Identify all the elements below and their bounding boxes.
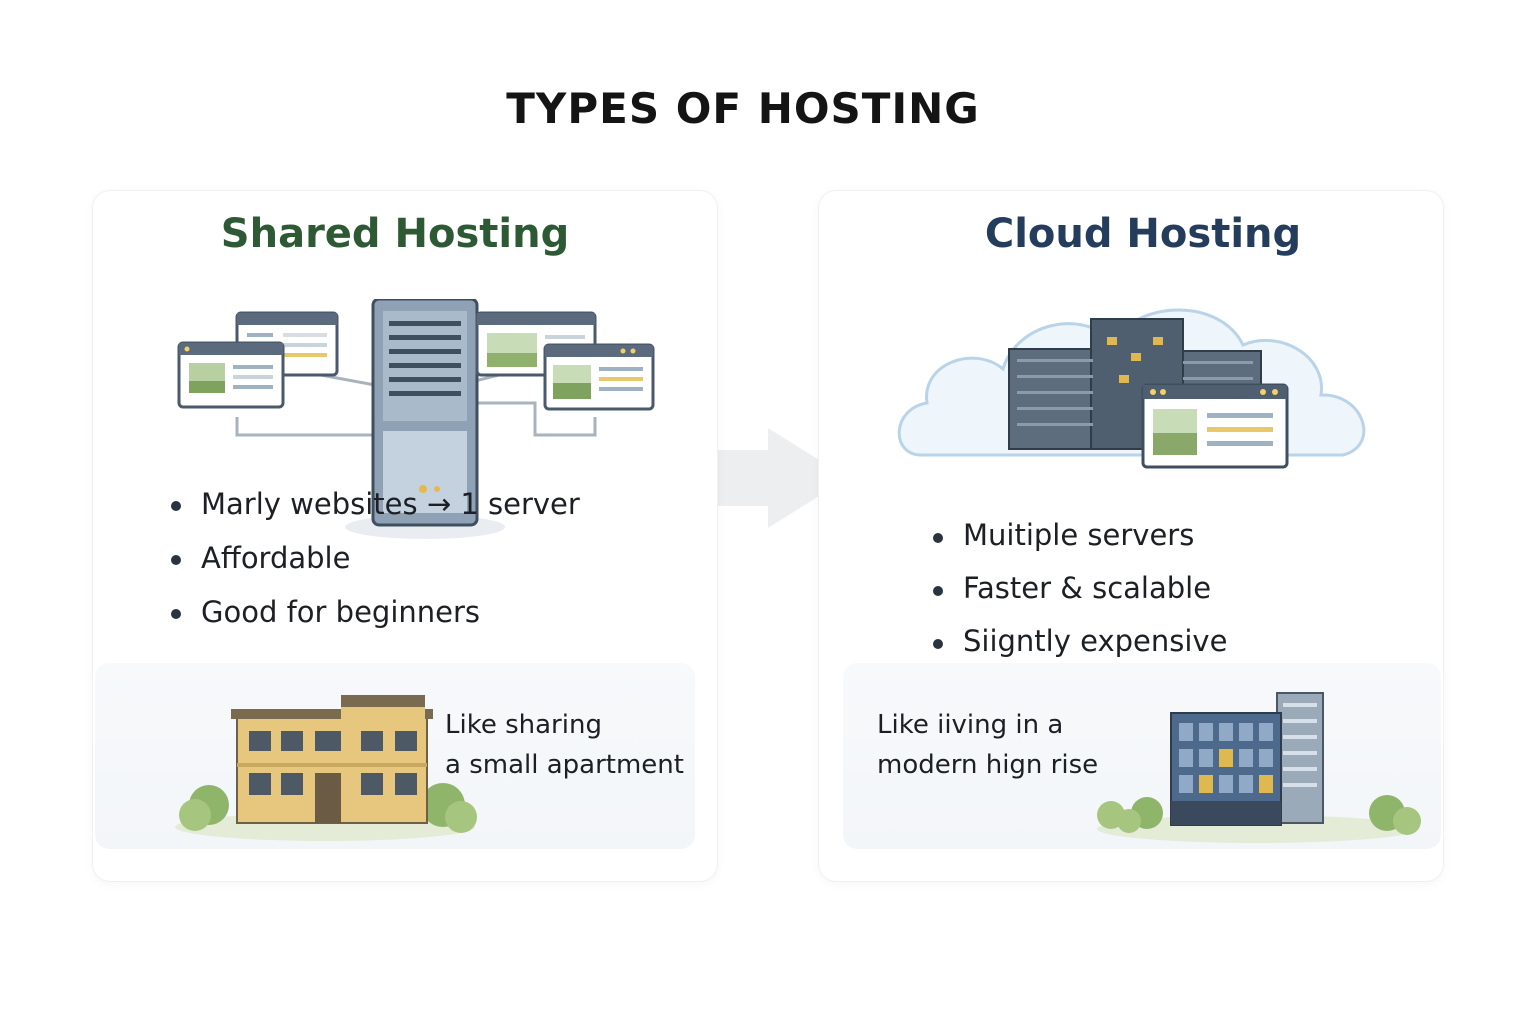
cloud-analogy-text: Like iiving in a modern hign rise: [877, 705, 1098, 785]
small-apartment-building-illustration: [175, 695, 477, 841]
bullet-dot: [933, 533, 943, 543]
feature-text: Marly websites → 1 server: [201, 487, 580, 521]
shared-hosting-panel: Shared Hosting: [92, 190, 718, 882]
page-title: TYPES OF HOSTING: [506, 84, 980, 133]
bullet-dot: [933, 586, 943, 596]
cloud-analogy-card: Like iiving in a modern hign rise: [843, 663, 1441, 849]
feature-text: Affordable: [201, 541, 351, 575]
analogy-line: modern hign rise: [877, 750, 1099, 780]
shared-hosting-features: Marly websites → 1 server Affordable Goo…: [171, 477, 580, 639]
bullet-dot: [171, 555, 181, 565]
shared-analogy-text: Like sharing a small apartment: [445, 705, 684, 785]
analogy-line: Like iiving in a: [877, 710, 1064, 740]
cloud-datacenter-illustration: [897, 308, 1366, 469]
shared-analogy-card: Like sharing a small apartment: [95, 663, 695, 849]
cloud-hosting-panel: Cloud Hosting: [818, 190, 1444, 882]
shared-hosting-heading: Shared Hosting: [220, 211, 570, 257]
list-item: Siigntly expensive: [933, 615, 1227, 668]
analogy-line: Like sharing: [445, 710, 602, 740]
server-with-websites-illustration: [177, 299, 655, 539]
feature-text: Muitiple servers: [963, 518, 1195, 552]
list-item: Muitiple servers: [933, 509, 1227, 562]
feature-text: Siigntly expensive: [963, 624, 1228, 658]
bullet-dot: [171, 609, 181, 619]
list-item: Good for beginners: [171, 585, 580, 639]
high-rise-building-illustration: [1097, 692, 1421, 843]
list-item: Faster & scalable: [933, 562, 1227, 615]
list-item: Affordable: [171, 531, 580, 585]
right-arrow-icon: [712, 428, 848, 528]
bullet-dot: [171, 501, 181, 511]
cloud-hosting-features: Muitiple servers Faster & scalable Siign…: [933, 509, 1227, 668]
analogy-line: a small apartment: [445, 750, 684, 780]
feature-text: Faster & scalable: [963, 571, 1212, 605]
cloud-hosting-heading: Cloud Hosting: [984, 211, 1302, 257]
bullet-dot: [933, 639, 943, 649]
feature-text: Good for beginners: [201, 595, 481, 629]
list-item: Marly websites → 1 server: [171, 477, 580, 531]
